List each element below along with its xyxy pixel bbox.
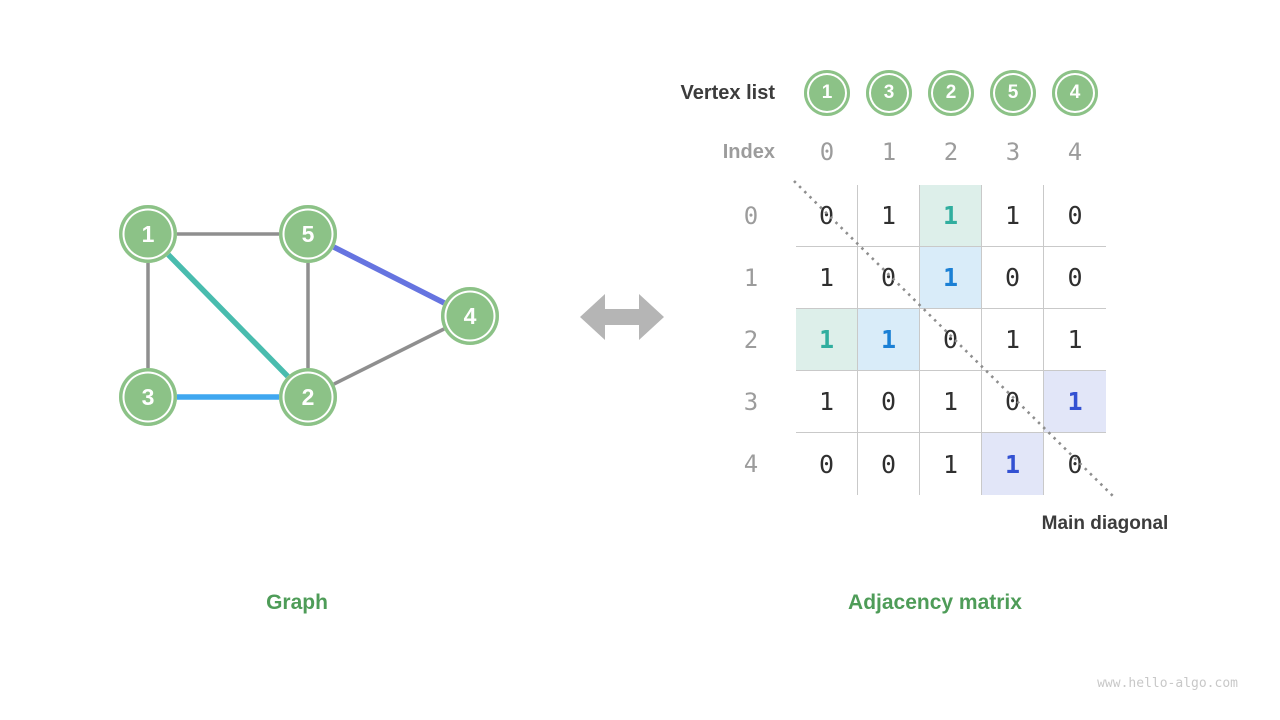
vertex-list-item-3: 3 <box>866 70 912 116</box>
adjacency-matrix-caption: Adjacency matrix <box>848 591 1022 614</box>
index-label: Index <box>722 141 775 163</box>
matrix-row-label-0: 0 <box>743 202 759 230</box>
matrix-row-label-1: 1 <box>743 264 759 292</box>
matrix-cell-1-4: 0 <box>1044 247 1106 309</box>
matrix-cell-1-3: 0 <box>982 247 1044 309</box>
matrix-row-labels: 0 1 2 3 4 <box>731 185 771 495</box>
vertex-list-item-5: 5 <box>990 70 1036 116</box>
graph-vertex-4: 4 <box>441 287 499 345</box>
matrix-cell-3-4: 1 <box>1044 371 1106 433</box>
watermark: www.hello-algo.com <box>1097 676 1238 691</box>
matrix-cell-2-1: 1 <box>858 309 920 371</box>
matrix-cell-4-3: 1 <box>982 433 1044 495</box>
matrix-cell-1-2: 1 <box>920 247 982 309</box>
graph-vertex-1: 1 <box>119 205 177 263</box>
matrix-cell-4-2: 1 <box>920 433 982 495</box>
matrix-row-label-2: 2 <box>743 326 759 354</box>
index-header-0: 0 <box>819 138 835 166</box>
matrix-cell-2-4: 1 <box>1044 309 1106 371</box>
bidirectional-arrow-icon <box>580 294 664 340</box>
matrix-cell-0-1: 1 <box>858 185 920 247</box>
vertex-list-item-1: 1 <box>804 70 850 116</box>
matrix-cell-3-1: 0 <box>858 371 920 433</box>
matrix-cell-3-2: 1 <box>920 371 982 433</box>
graph-vertex-3: 3 <box>119 368 177 426</box>
main-diagonal-label: Main diagonal <box>1041 513 1169 534</box>
matrix-cell-0-2: 1 <box>920 185 982 247</box>
index-header-3: 3 <box>1005 138 1021 166</box>
matrix-cell-2-0: 1 <box>796 309 858 371</box>
matrix-cell-3-0: 1 <box>796 371 858 433</box>
matrix-cell-0-0: 0 <box>796 185 858 247</box>
graph-edges <box>146 231 472 400</box>
graph-vertex-2: 2 <box>279 368 337 426</box>
index-header-row: 0 1 2 3 4 <box>796 130 1106 174</box>
matrix-cell-0-3: 1 <box>982 185 1044 247</box>
matrix-row-label-3: 3 <box>743 388 759 416</box>
matrix-cell-4-4: 0 <box>1067 449 1083 479</box>
index-header-1: 1 <box>881 138 897 166</box>
vertex-list-item-4: 4 <box>1052 70 1098 116</box>
matrix-cell-3-3: 0 <box>982 371 1044 433</box>
index-header-2: 2 <box>943 138 959 166</box>
vertex-list-item-2: 2 <box>928 70 974 116</box>
matrix-cell-4-0: 0 <box>796 433 858 495</box>
matrix-cell-4-1: 0 <box>858 433 920 495</box>
graph-vertex-5: 5 <box>279 205 337 263</box>
graph-caption: Graph <box>266 591 328 614</box>
matrix-cell-0-4: 0 <box>1044 185 1106 247</box>
matrix-row-label-4: 4 <box>743 450 759 478</box>
index-header-4: 4 <box>1067 138 1083 166</box>
matrix-cell-1-0: 1 <box>796 247 858 309</box>
matrix-cell-1-1: 0 <box>858 247 920 309</box>
matrix-cell-2-2: 0 <box>920 309 982 371</box>
vertex-list-label: Vertex list <box>680 82 775 104</box>
graph-edge-1-2 <box>146 232 310 399</box>
matrix-cell-2-3: 1 <box>982 309 1044 371</box>
